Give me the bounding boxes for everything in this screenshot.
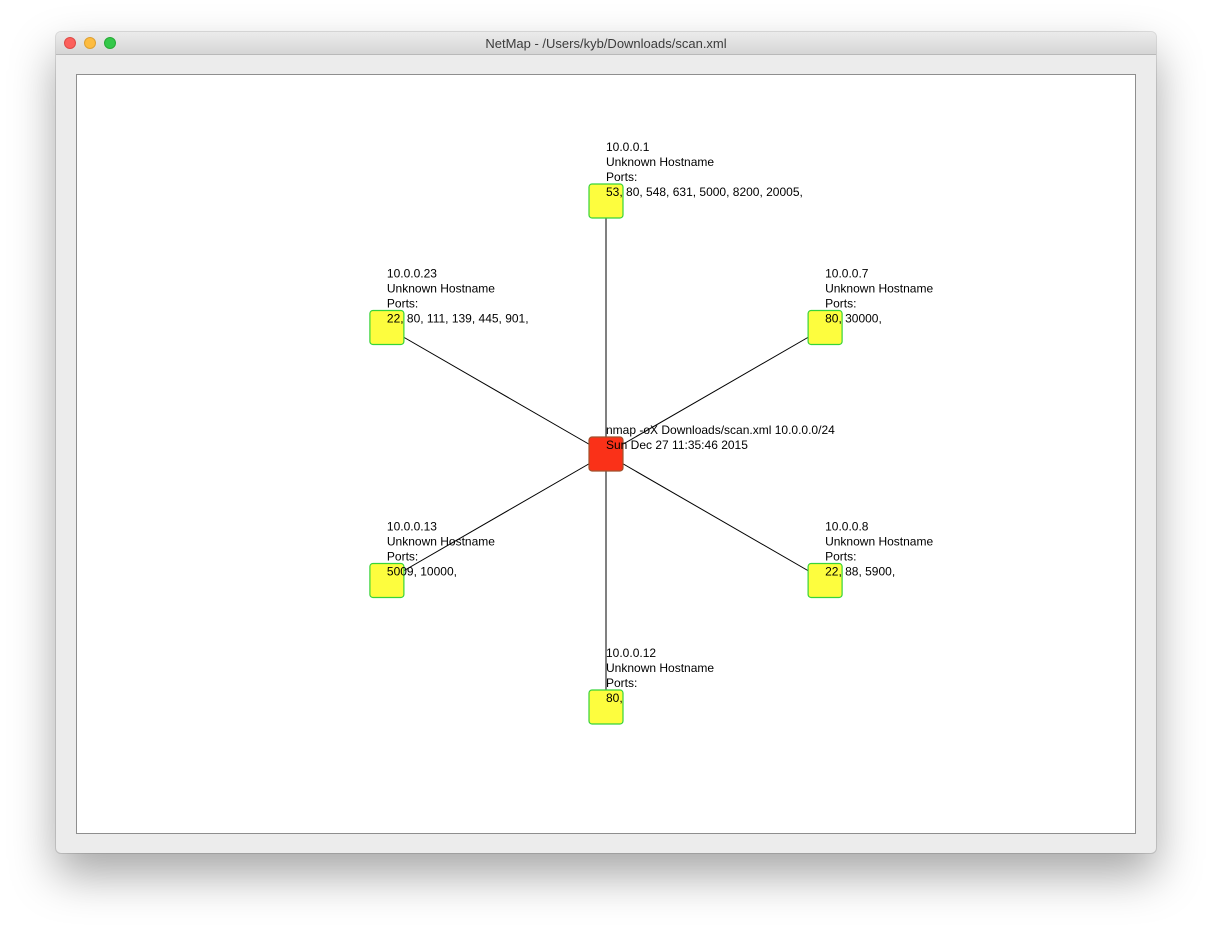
host-node-10-0-0-13[interactable] xyxy=(369,562,405,599)
close-window-button[interactable] xyxy=(64,37,76,49)
host-ports_label: Ports: xyxy=(387,297,418,311)
scan-command: nmap -oX Downloads/scan.xml 10.0.0.0/24 xyxy=(606,423,835,437)
nodes xyxy=(369,183,843,725)
scan-center-node[interactable] xyxy=(588,436,624,472)
host-hostname: Unknown Hostname xyxy=(387,282,495,296)
host-hostname: Unknown Hostname xyxy=(606,661,714,675)
scan-date: Sun Dec 27 11:35:46 2015 xyxy=(606,438,748,452)
host-ip: 10.0.0.23 xyxy=(387,267,437,281)
host-node-10-0-0-12[interactable] xyxy=(588,689,624,725)
edge-line xyxy=(386,453,607,581)
host-ip: 10.0.0.8 xyxy=(825,520,869,534)
host-ip: 10.0.0.7 xyxy=(825,267,869,281)
host-ports: 22, 88, 5900, xyxy=(825,565,895,579)
edge-line xyxy=(605,453,826,581)
host-ip: 10.0.0.1 xyxy=(606,140,650,154)
host-ports_label: Ports: xyxy=(606,170,637,184)
host-ports_label: Ports: xyxy=(825,297,856,311)
host-ports: 80, 30000, xyxy=(825,312,882,326)
host-ports_label: Ports: xyxy=(606,676,637,690)
host-ip: 10.0.0.13 xyxy=(387,520,437,534)
edge-line xyxy=(386,327,607,455)
host-node-10-0-0-1[interactable] xyxy=(588,183,624,219)
edge-line xyxy=(605,327,826,455)
host-node-10-0-0-23[interactable] xyxy=(369,309,405,346)
host-ports: 80, xyxy=(606,691,623,705)
app-window: NetMap - /Users/kyb/Downloads/scan.xml 1… xyxy=(56,32,1156,853)
minimize-window-button[interactable] xyxy=(84,37,96,49)
host-ports: 22, 80, 111, 139, 445, 901, xyxy=(387,312,529,326)
host-node-10-0-0-7[interactable] xyxy=(807,309,843,346)
host-hostname: Unknown Hostname xyxy=(825,535,933,549)
host-ports: 53, 80, 548, 631, 5000, 8200, 20005, xyxy=(606,185,803,199)
title-bar[interactable]: NetMap - /Users/kyb/Downloads/scan.xml xyxy=(56,32,1156,55)
edges xyxy=(386,201,826,707)
host-hostname: Unknown Hostname xyxy=(825,282,933,296)
window-title: NetMap - /Users/kyb/Downloads/scan.xml xyxy=(485,36,727,51)
host-ip: 10.0.0.12 xyxy=(606,646,656,660)
host-ports: 5009, 10000, xyxy=(387,565,457,579)
host-ports_label: Ports: xyxy=(825,550,856,564)
host-ports_label: Ports: xyxy=(387,550,418,564)
host-hostname: Unknown Hostname xyxy=(606,155,714,169)
host-hostname: Unknown Hostname xyxy=(387,535,495,549)
zoom-window-button[interactable] xyxy=(104,37,116,49)
host-node-10-0-0-8[interactable] xyxy=(807,562,843,599)
